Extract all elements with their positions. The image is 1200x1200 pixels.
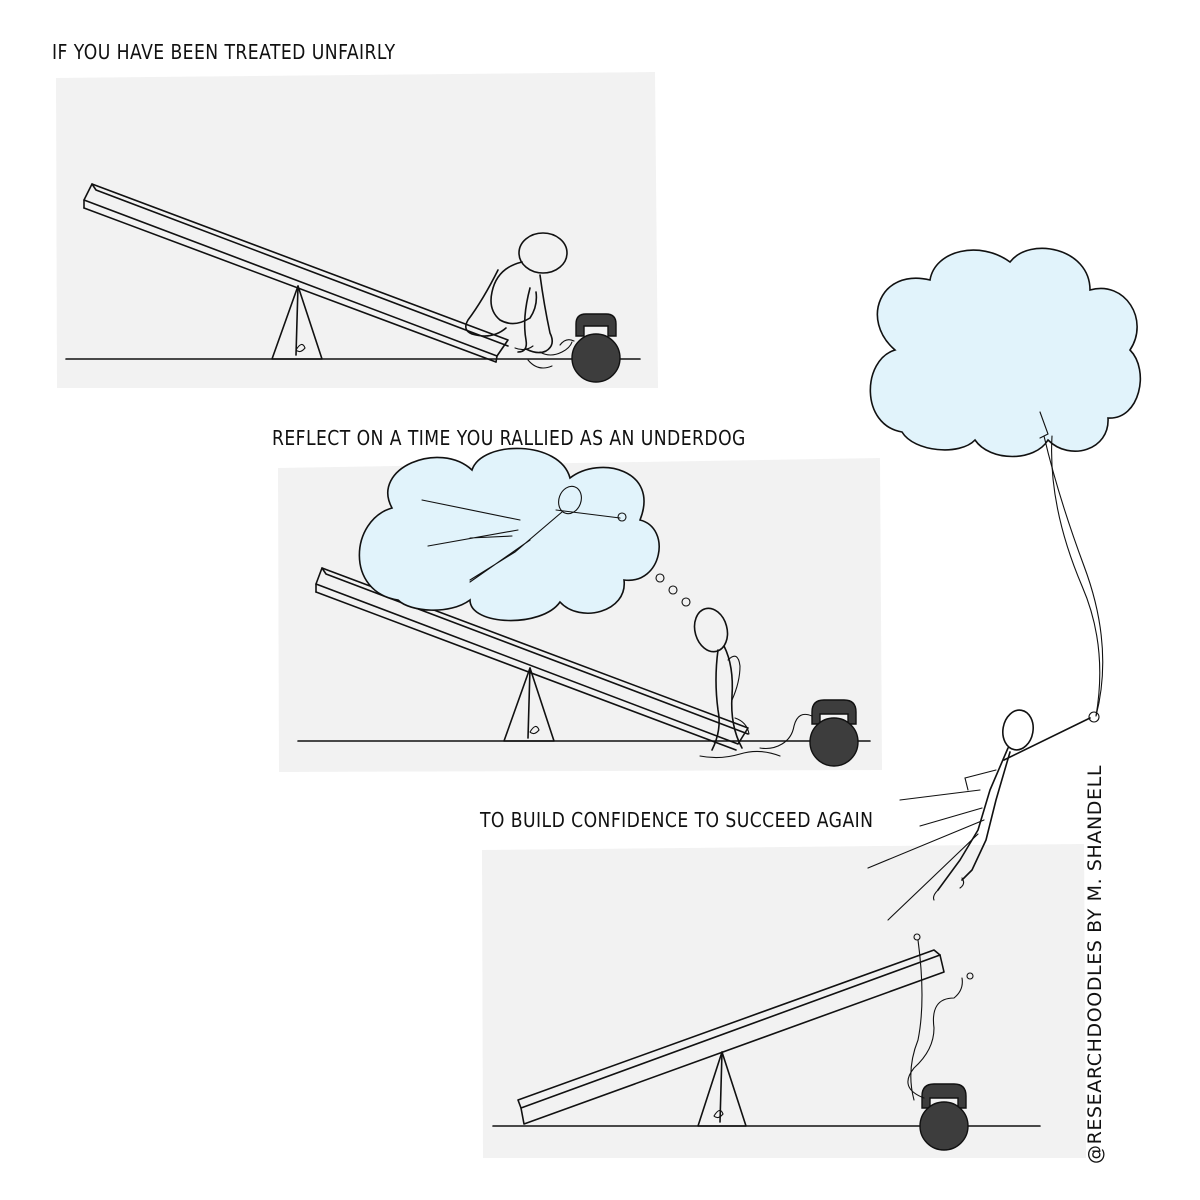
artist-credit: @RESEARCHDOODLES BY M. SHANDELL <box>1084 764 1106 1164</box>
panel-2-kettlebell <box>759 699 859 767</box>
balloon-string <box>1043 435 1104 717</box>
panel-2 <box>278 447 882 772</box>
panel-3-kettlebell <box>907 933 974 1151</box>
panel-1 <box>56 72 658 388</box>
flying-figure <box>867 709 1100 921</box>
panel-3-background <box>482 844 1086 1158</box>
panel-2-seesaw-plank <box>315 567 749 751</box>
panel-1-caption: IF YOU HAVE BEEN TREATED UNFAIRLY <box>52 40 396 64</box>
panel-1-kettlebell <box>571 313 621 383</box>
panel-2-caption: REFLECT ON A TIME YOU RALLIED AS AN UNDE… <box>272 426 746 450</box>
panel-1-sitting-figure <box>464 232 575 369</box>
panel-1-seesaw-plank <box>83 183 509 363</box>
panel-3-caption: TO BUILD CONFIDENCE TO SUCCEED AGAIN <box>480 808 874 832</box>
panel-2-thought-cloud <box>358 447 691 622</box>
panel-1-background <box>56 72 658 388</box>
panel-3-seesaw-plank <box>517 949 945 1125</box>
panel-2-thinking-figure <box>693 607 781 759</box>
panel-3-fulcrum <box>697 1051 747 1127</box>
balloon-cloud <box>869 247 1142 458</box>
panel-1-fulcrum <box>271 285 323 360</box>
panel-2-fulcrum <box>503 667 555 742</box>
panel-3 <box>482 844 1086 1158</box>
